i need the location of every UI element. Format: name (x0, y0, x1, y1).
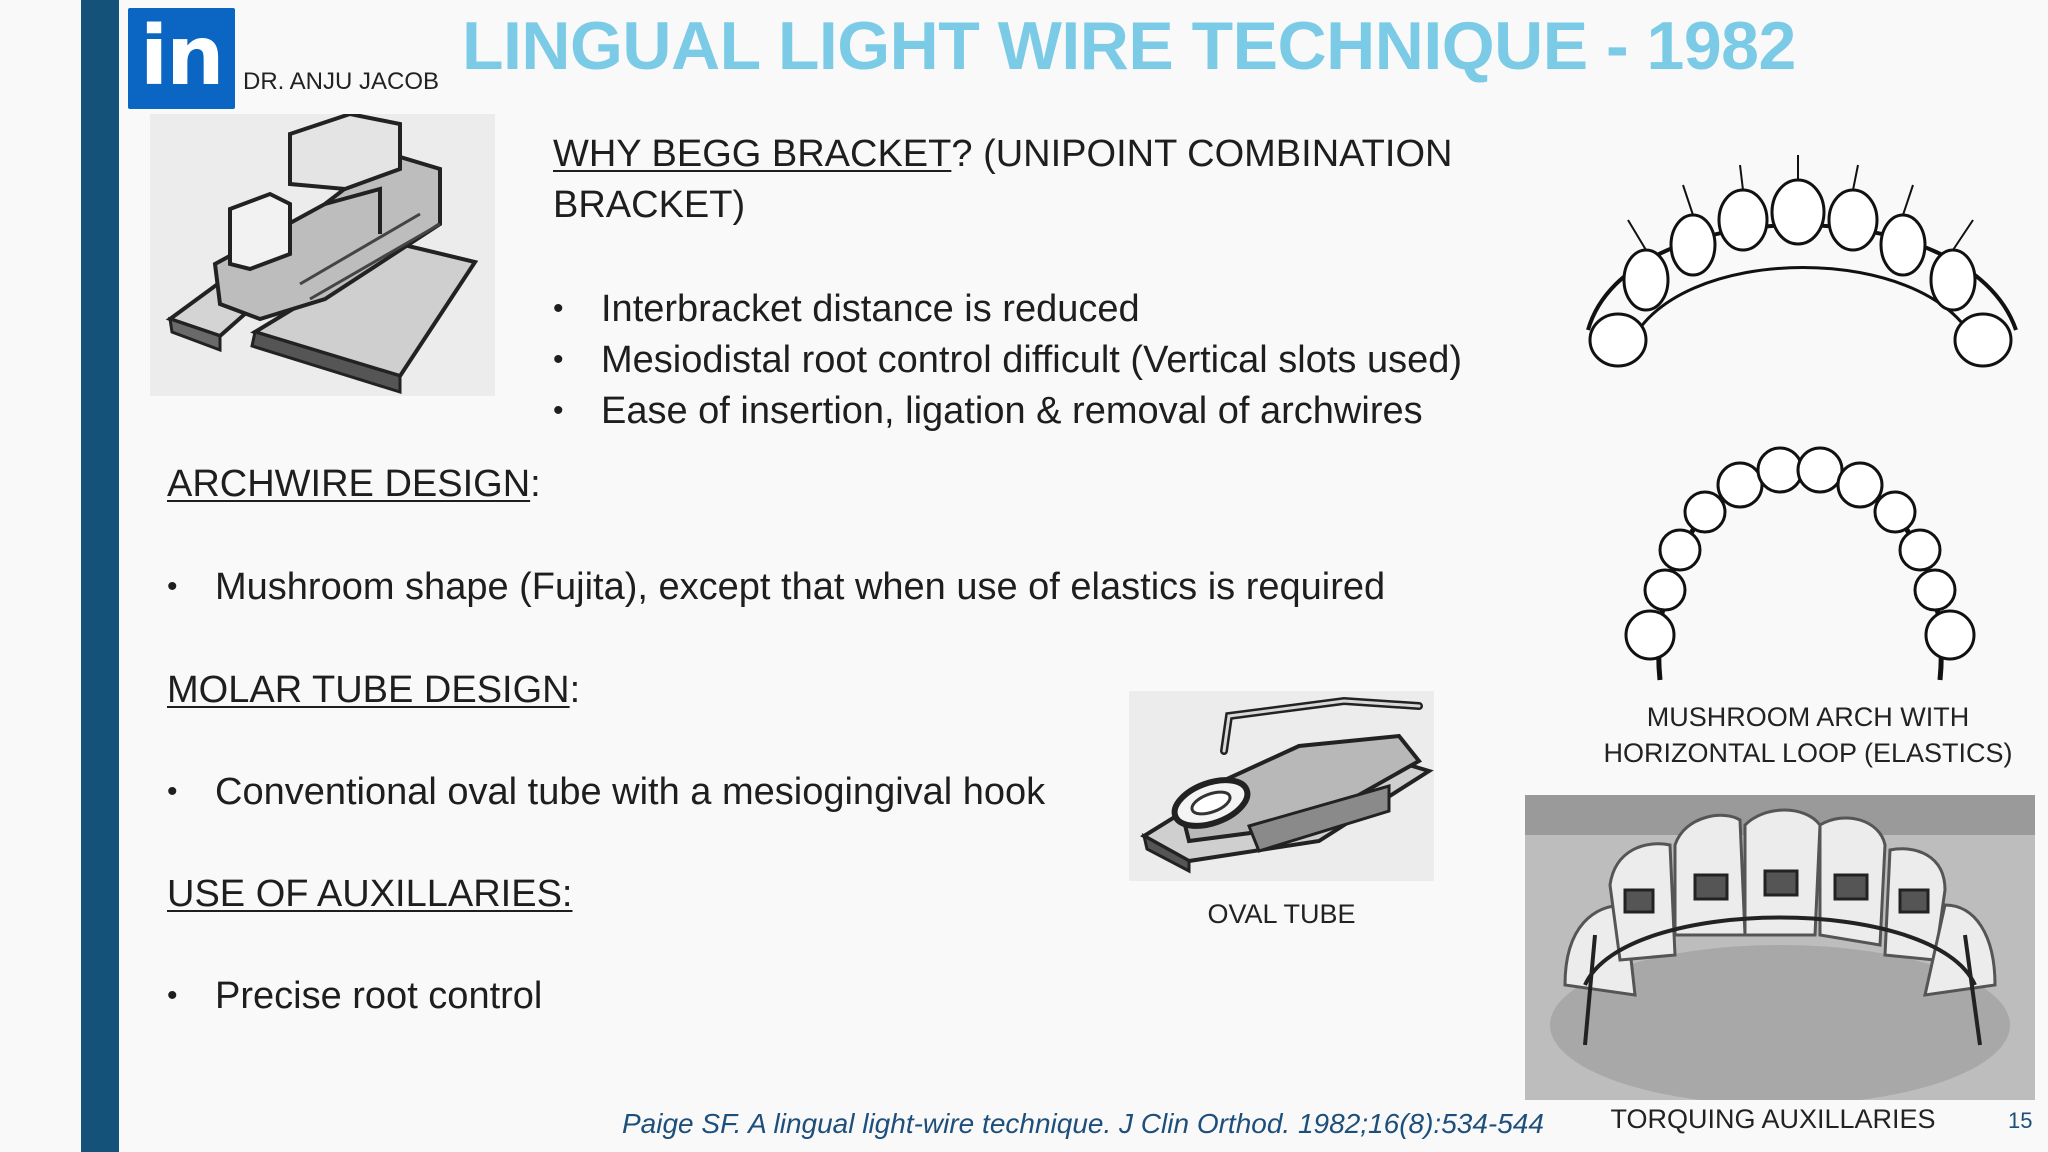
archwire-heading-colon: : (530, 463, 541, 505)
bullet-text: Precise root control (215, 975, 543, 1017)
author-name: DR. ANJU JACOB (243, 68, 440, 95)
molar-tube-heading-text: MOLAR TUBE DESIGN (167, 669, 570, 711)
molar-tube-heading-colon: : (569, 669, 581, 711)
oval-tube-image (1129, 691, 1434, 881)
begg-heading-line2: BRACKET) (553, 184, 746, 226)
mushroom-caption-line1: MUSHROOM ARCH WITH (1646, 702, 1970, 732)
oval-tube-caption: OVAL TUBE (1207, 899, 1356, 929)
archwire-heading-text: ARCHWIRE DESIGN (167, 463, 531, 505)
begg-heading-line1: WHY BEGG BRACKET? (UNIPOINT COMBINATION (553, 128, 1452, 180)
linkedin-logo-icon: in (128, 8, 235, 109)
torquing-caption: TORQUING AUXILLARIES (1610, 1104, 1936, 1134)
mushroom-caption-line2: HORIZONTAL LOOP (ELASTICS) (1603, 738, 2013, 768)
bullet-icon: • (167, 979, 178, 1012)
bullet-icon: • (553, 292, 564, 325)
bullet-text: Conventional oval tube with a mesiogingi… (215, 771, 1046, 813)
logo-text: in (140, 9, 224, 104)
bullet-text: Ease of insertion, ligation & removal of… (601, 390, 1423, 432)
begg-heading-rest: ? (UNIPOINT COMBINATION (951, 133, 1453, 175)
bullet-icon: • (167, 570, 178, 603)
begg-bracket-image (150, 114, 495, 396)
left-accent-bar (81, 0, 119, 1152)
bullet-icon: • (167, 775, 178, 808)
auxillaries-heading-text: USE OF AUXILLARIES: (167, 873, 573, 915)
arch-form-drawing (1586, 155, 2018, 368)
bullet-text: Mushroom shape (Fujita), except that whe… (215, 566, 1386, 608)
begg-heading-underlined: WHY BEGG BRACKET (553, 133, 952, 175)
torquing-auxillaries-photo (1525, 795, 2035, 1100)
auxillaries-heading: USE OF AUXILLARIES: (167, 868, 572, 920)
slide-title: LINGUAL LIGHT WIRE TECHNIQUE - 1982 (462, 8, 1796, 84)
mushroom-arch-drawing (1624, 446, 1976, 681)
bullet-icon: • (553, 343, 564, 376)
page-number: 15 (2008, 1108, 2033, 1133)
molar-tube-heading: MOLAR TUBE DESIGN: (167, 664, 580, 716)
bullet-text: Mesiodistal root control difficult (Vert… (601, 339, 1462, 381)
archwire-heading: ARCHWIRE DESIGN: (167, 458, 541, 510)
bullet-text: Interbracket distance is reduced (601, 288, 1140, 330)
bullet-icon: • (553, 394, 564, 427)
reference-citation: Paige SF. A lingual light-wire technique… (622, 1108, 1544, 1139)
